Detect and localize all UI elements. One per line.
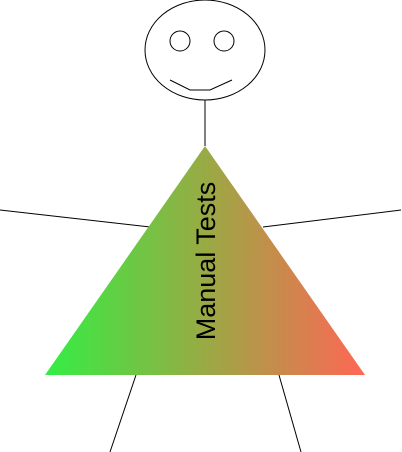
head-outline — [144, 0, 266, 101]
mouth — [169, 79, 233, 91]
right-arm — [262, 209, 402, 228]
right-eye — [213, 30, 235, 52]
head — [144, 0, 266, 101]
left-eye — [169, 30, 191, 52]
body-triangle — [45, 146, 365, 375]
right-leg — [278, 374, 302, 452]
left-arm — [0, 209, 151, 228]
left-leg — [109, 374, 137, 452]
body-label: Manual Tests — [191, 182, 221, 341]
